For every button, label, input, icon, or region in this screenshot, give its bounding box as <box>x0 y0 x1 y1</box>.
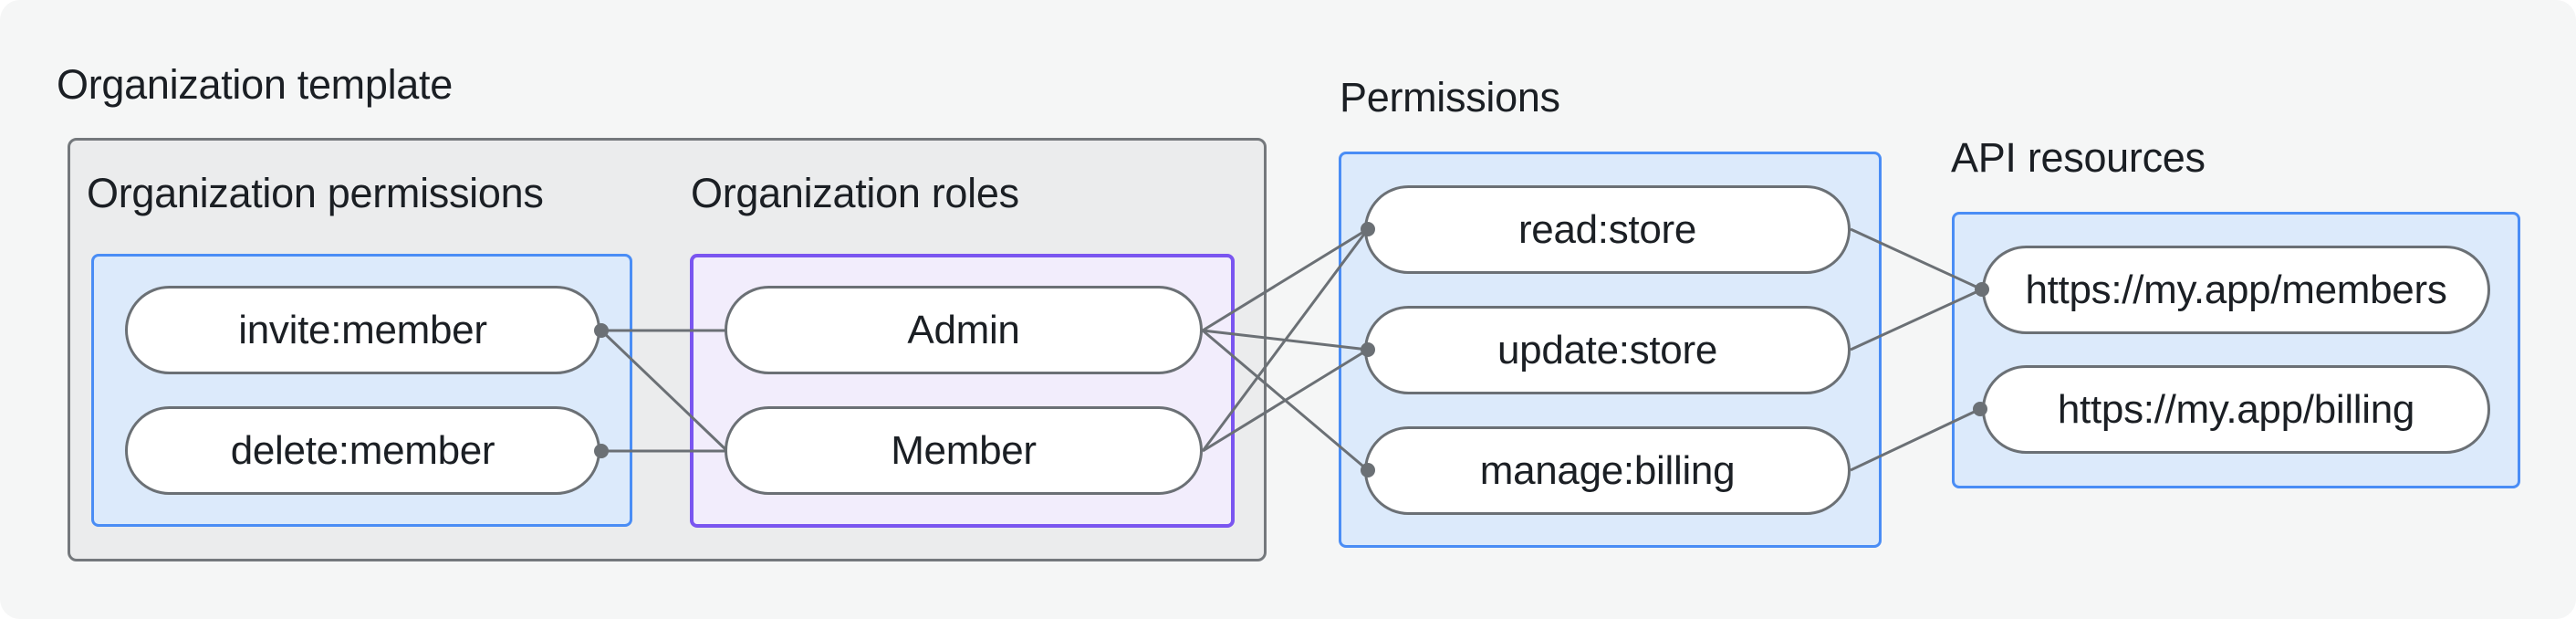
node-member: Member <box>725 406 1203 495</box>
node-update-store: update:store <box>1364 306 1851 394</box>
api-resources-heading: API resources <box>1951 134 2206 181</box>
organization-permissions-heading: Organization permissions <box>87 170 544 216</box>
node-manage-billing: manage:billing <box>1364 426 1851 515</box>
node-api-billing: https://my.app/billing <box>1982 365 2490 454</box>
node-api-members: https://my.app/members <box>1982 246 2490 334</box>
organization-roles-heading: Organization roles <box>691 170 1019 216</box>
node-invite-member: invite:member <box>125 286 600 374</box>
permissions-heading: Permissions <box>1340 74 1560 121</box>
organization-template-title: Organization template <box>57 61 453 108</box>
node-read-store: read:store <box>1364 185 1851 274</box>
node-admin: Admin <box>725 286 1203 374</box>
node-delete-member: delete:member <box>125 406 600 495</box>
